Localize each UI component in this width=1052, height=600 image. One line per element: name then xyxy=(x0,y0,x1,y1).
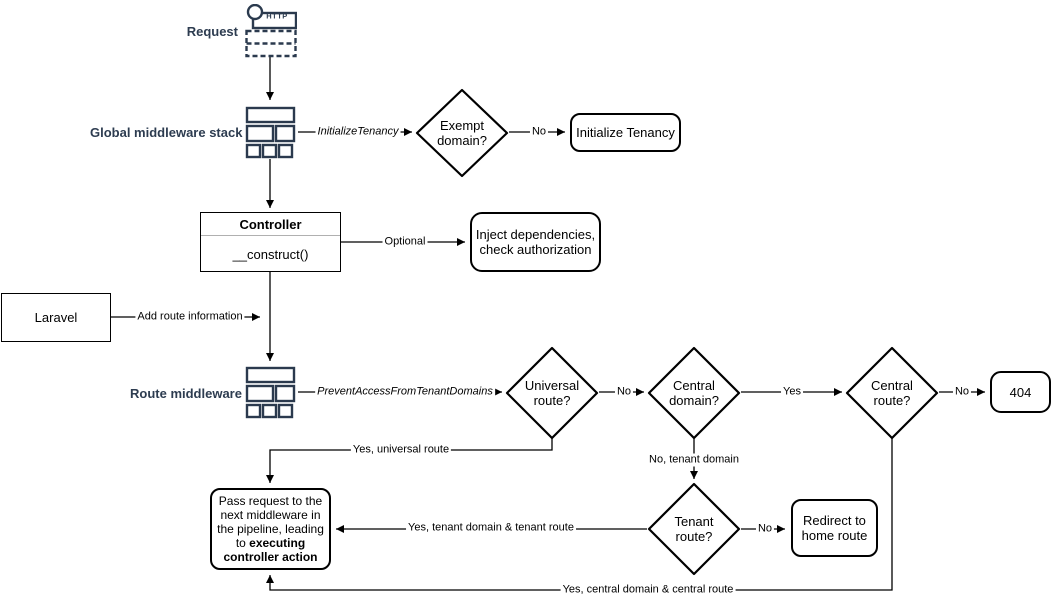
node-pass-request: Pass request to the next middleware in t… xyxy=(210,488,331,570)
label-central-domain-yes: Yes xyxy=(781,385,803,399)
diamond-central-route xyxy=(845,346,939,440)
label-universal-no: No xyxy=(614,385,634,399)
route-middleware-label: Route middleware xyxy=(130,386,242,401)
global-middleware-stack-icon xyxy=(245,106,296,159)
request-label: Request xyxy=(186,24,238,39)
central-route-text: Central route? xyxy=(871,378,913,408)
label-prevent-access-mw: PreventAccessFromTenantDomains xyxy=(315,385,495,399)
label-central-route-no: No xyxy=(952,385,972,399)
label-tenant-yes: Yes, tenant domain & tenant route xyxy=(406,521,576,535)
label-add-route-information: Add route information xyxy=(135,310,245,324)
label-universal-yes: Yes, universal route xyxy=(350,443,452,457)
diamond-tenant-route xyxy=(647,482,741,576)
global-middleware-stack-label: Global middleware stack xyxy=(90,125,243,140)
node-laravel: Laravel xyxy=(1,293,111,342)
http-badge-label: HTTP xyxy=(266,11,288,21)
route-middleware-icon xyxy=(245,366,296,419)
controller-title: Controller xyxy=(201,213,340,236)
label-exempt-no: No xyxy=(529,125,549,139)
pass-request-text-wrap: Pass request to the next middleware in t… xyxy=(217,494,324,564)
tenant-route-text: Tenant route? xyxy=(674,514,714,544)
node-redirect-home: Redirect to home route xyxy=(791,499,878,557)
node-initialize-tenancy: Initialize Tenancy xyxy=(570,113,681,152)
exempt-domain-text: Exempt domain? xyxy=(437,118,487,148)
node-404: 404 xyxy=(990,371,1051,413)
label-tenant-route-no: No xyxy=(755,522,775,536)
http-request-icon xyxy=(245,4,297,58)
pass-request-bold-text: executing controller action xyxy=(223,536,318,564)
diamond-central-domain xyxy=(647,346,741,440)
node-inject-dependencies: Inject dependencies, check authorization xyxy=(470,212,601,272)
node-controller: Controller __construct() xyxy=(200,212,341,272)
label-initialize-tenancy-mw: InitializeTenancy xyxy=(315,125,401,139)
label-tenant-domain-no: No, tenant domain xyxy=(647,453,741,467)
pass-request-text: Pass request to the next middleware in t… xyxy=(217,494,324,550)
universal-route-text: Universal route? xyxy=(524,378,580,408)
diamond-universal-route xyxy=(505,346,599,440)
diamond-exempt-domain xyxy=(415,88,509,178)
label-central-yes: Yes, central domain & central route xyxy=(560,583,736,597)
label-optional: Optional xyxy=(382,235,428,249)
central-domain-text: Central domain? xyxy=(669,378,719,408)
controller-method: __construct() xyxy=(232,246,309,262)
